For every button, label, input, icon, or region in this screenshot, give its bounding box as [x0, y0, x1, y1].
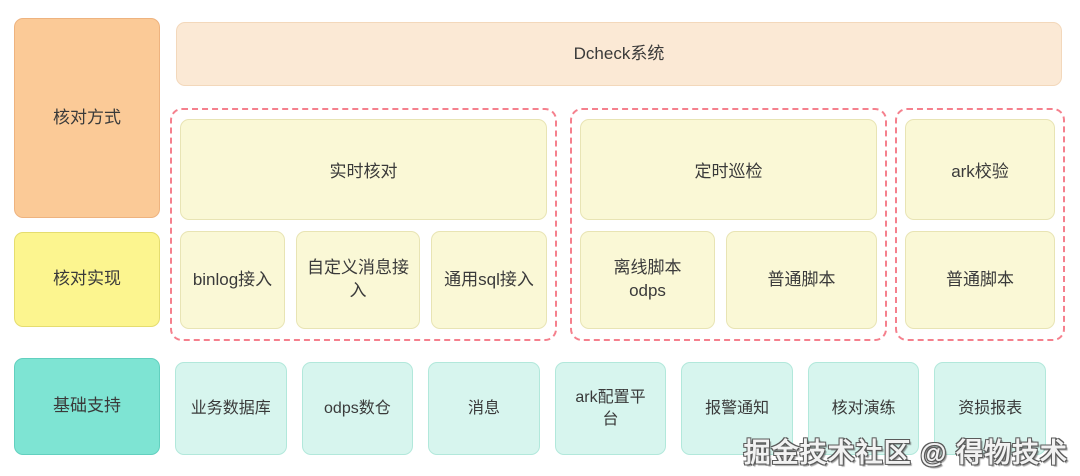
group-ark-verification: ark校验 普通脚本	[895, 108, 1065, 341]
foundation-alert-notification: 报警通知	[681, 362, 793, 455]
item-custom-message-access: 自定义消息接入	[296, 231, 420, 329]
dcheck-system-banner: Dcheck系统	[176, 22, 1062, 86]
row-label-check-method: 核对方式	[14, 18, 160, 218]
group-scheduled-inspection: 定时巡检 离线脚本 odps 普通脚本	[570, 108, 887, 341]
foundation-message: 消息	[428, 362, 540, 455]
group-items-scheduled-inspection: 离线脚本 odps 普通脚本	[580, 231, 877, 329]
foundation-ark-config-platform: ark配置平台	[554, 362, 667, 455]
item-normal-script: 普通脚本	[726, 231, 877, 329]
item-binlog-access: binlog接入	[180, 231, 285, 329]
group-title-ark-verification: ark校验	[905, 119, 1055, 220]
foundation-check-drill: 核对演练	[807, 362, 920, 455]
row-label-basic-support: 基础支持	[14, 358, 160, 455]
item-offline-script-odps: 离线脚本 odps	[580, 231, 715, 329]
group-items-ark-verification: 普通脚本	[905, 231, 1055, 329]
row-label-check-implementation: 核对实现	[14, 232, 160, 327]
group-title-realtime-check: 实时核对	[180, 119, 547, 220]
group-title-scheduled-inspection: 定时巡检	[580, 119, 877, 220]
foundation-business-database: 业务数据库	[175, 362, 287, 455]
group-realtime-check: 实时核对 binlog接入 自定义消息接入 通用sql接入	[170, 108, 557, 341]
watermark: 掘金技术社区 @ 得物技术	[743, 438, 1068, 468]
foundation-odps-warehouse: odps数仓	[301, 362, 414, 455]
item-normal-script-ark: 普通脚本	[905, 231, 1055, 329]
group-items-realtime-check: binlog接入 自定义消息接入 通用sql接入	[180, 231, 547, 329]
foundation-loss-report: 资损报表	[934, 362, 1047, 455]
item-generic-sql-access: 通用sql接入	[431, 231, 547, 329]
foundation-row: 业务数据库 odps数仓 消息 ark配置平台 报警通知 核对演练 资损报表	[175, 362, 1047, 455]
